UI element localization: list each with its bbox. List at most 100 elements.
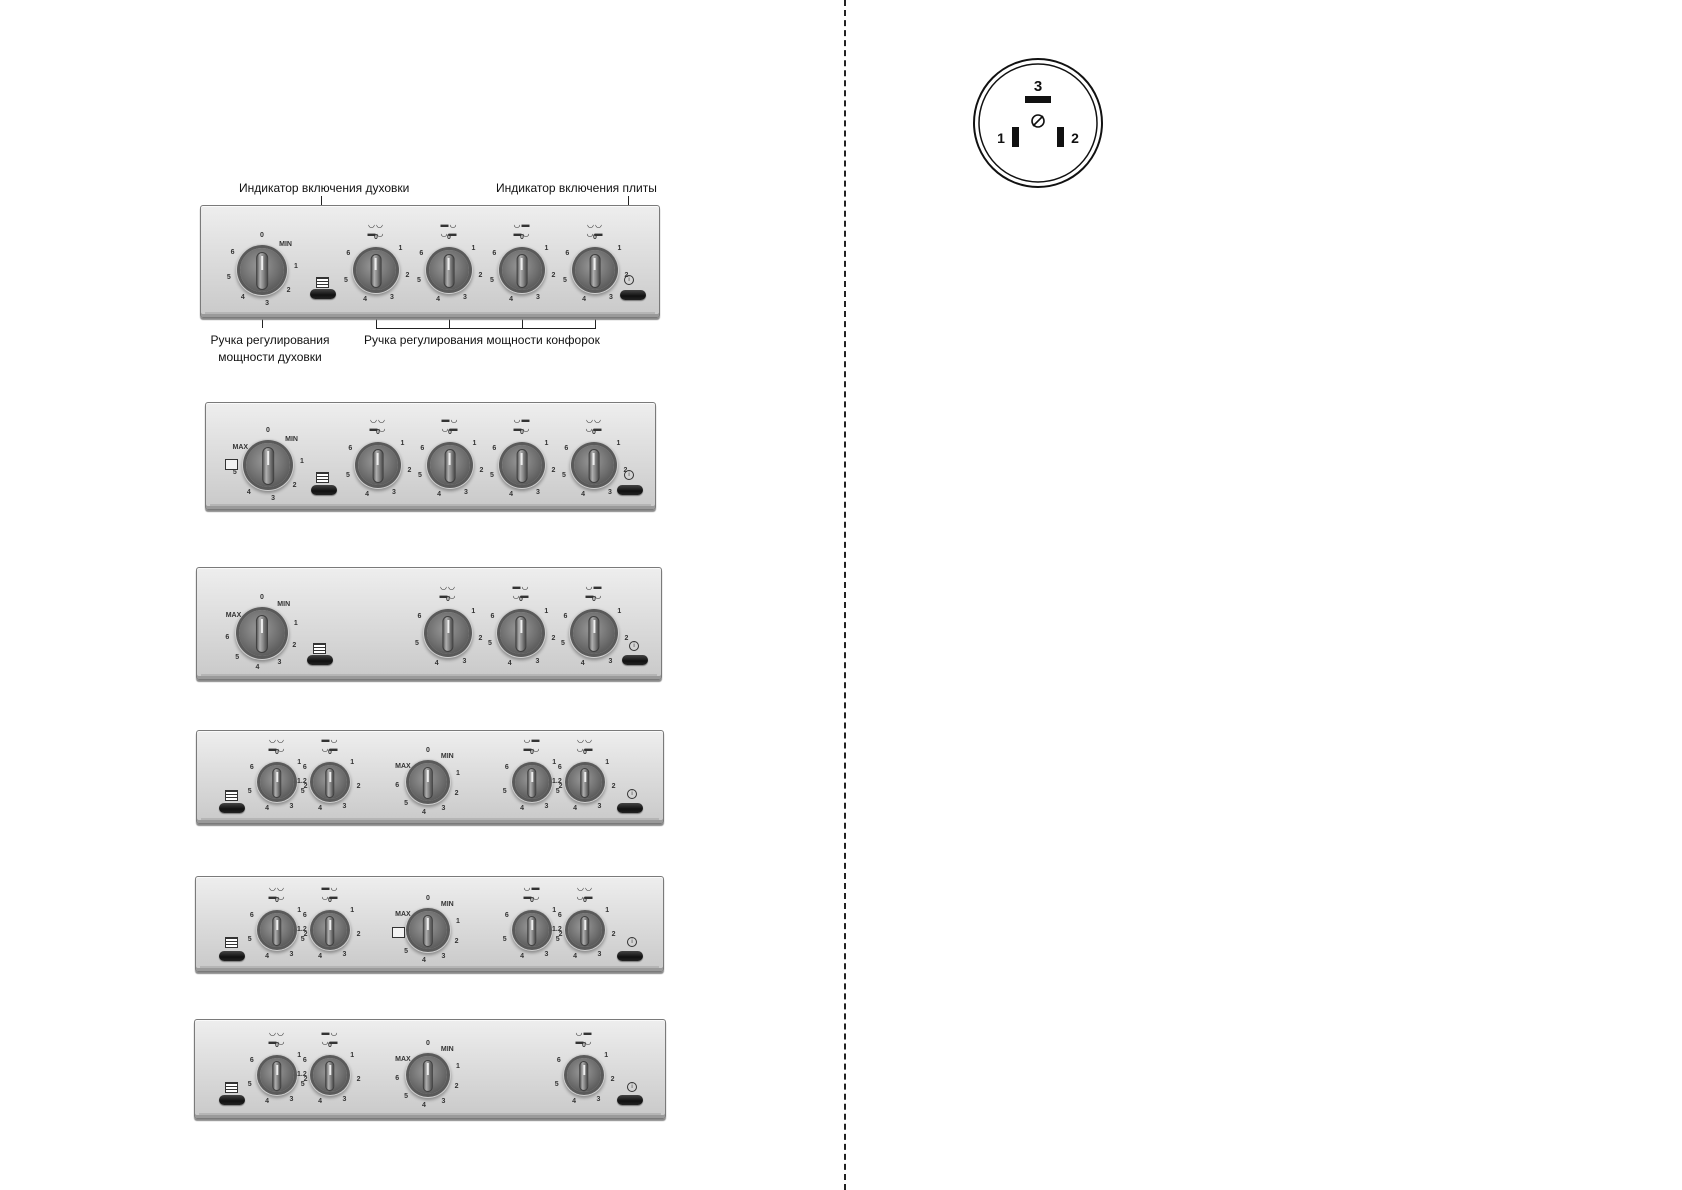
burner-scale-2-1-4: 4 bbox=[365, 491, 369, 499]
burner-scale-1-2-5: 5 bbox=[416, 276, 421, 284]
burner-knob-1-4[interactable] bbox=[575, 250, 615, 290]
burner-knob-6-3[interactable] bbox=[567, 1058, 601, 1092]
oven-scale-6-6: 5 bbox=[404, 1092, 409, 1100]
burner-scale-1-1-3: 3 bbox=[390, 293, 394, 301]
burner-knob-2-1[interactable] bbox=[358, 445, 398, 485]
burner-position-icon-2-1: ◡◡ ▬◡ bbox=[369, 415, 387, 433]
burner-knob-2-2[interactable] bbox=[430, 445, 470, 485]
burner-knob-2-1-grip bbox=[372, 449, 384, 483]
burner-knob-3-3[interactable] bbox=[573, 612, 615, 654]
oven-knob-3[interactable] bbox=[239, 610, 285, 656]
label-burner-knobs: Ручка регулирования мощности конфорок bbox=[364, 333, 600, 347]
burner-scale-1-2-1: 1 bbox=[471, 245, 476, 253]
burner-scale-5-4-5: 5 bbox=[555, 935, 560, 943]
burner-scale-3-2-6: 6 bbox=[490, 612, 495, 620]
burner-scale-6-1-6: 6 bbox=[249, 1056, 254, 1064]
burner-knob-1-3[interactable] bbox=[502, 250, 542, 290]
burner-knob-5-2[interactable] bbox=[313, 913, 347, 947]
oven-scale-6-1: MIN bbox=[440, 1046, 454, 1054]
oven-indicator-lamp-1 bbox=[310, 289, 336, 299]
label-oven-knob: Ручка регулирования мощности духовки bbox=[205, 333, 335, 364]
burner-scale-4-1-1: 1 bbox=[297, 759, 302, 767]
burner-scale-1-3-3: 3 bbox=[536, 293, 540, 301]
oven-scale-4-8: MAX bbox=[395, 762, 411, 770]
burner-scale-6-1-1: 1 bbox=[297, 1052, 302, 1060]
burner-scale-6-1-4: 4 bbox=[265, 1098, 270, 1106]
burner-scale-4-1-5: 5 bbox=[247, 787, 252, 795]
power-icon-4: i bbox=[627, 789, 637, 799]
burner-scale-5-2-5: 5 bbox=[300, 935, 305, 943]
oven-knob-5[interactable] bbox=[409, 911, 447, 949]
pin-2 bbox=[1057, 127, 1064, 147]
burner-knob-3-3-grip bbox=[588, 616, 600, 652]
burner-scale-2-3-4: 4 bbox=[509, 491, 513, 499]
burner-knob-4-1[interactable] bbox=[260, 765, 294, 799]
oven-scale-2-0: 0 bbox=[266, 427, 270, 434]
burner-scale-4-2-3: 3 bbox=[342, 803, 347, 811]
burner-knob-4-4[interactable] bbox=[568, 765, 602, 799]
burner-scale-1-3-5: 5 bbox=[489, 276, 494, 284]
burner-knob-2-4[interactable] bbox=[574, 445, 614, 485]
burner-position-icon-5-3: ◡▬ ▬◡ bbox=[523, 883, 541, 901]
oven-indicator-lamp-3 bbox=[307, 655, 333, 665]
oven-scale-6-0: 0 bbox=[426, 1040, 430, 1047]
oven-knob-6[interactable] bbox=[409, 1056, 447, 1094]
oven-knob-5-grip bbox=[422, 914, 434, 948]
split-label-4-2: 1.2 bbox=[552, 778, 562, 785]
burner-scale-6-2-2: 2 bbox=[356, 1076, 361, 1084]
burner-knob-2-3[interactable] bbox=[502, 445, 542, 485]
burner-knob-3-1[interactable] bbox=[427, 612, 469, 654]
oven-scale-1-5: 4 bbox=[240, 294, 245, 302]
burner-knob-4-3[interactable] bbox=[515, 765, 549, 799]
oven-scale-5-6: 5 bbox=[404, 947, 409, 955]
burner-knob-5-1[interactable] bbox=[260, 913, 294, 947]
burner-scale-4-3-4: 4 bbox=[520, 805, 525, 813]
burner-scale-6-2-3: 3 bbox=[342, 1096, 347, 1104]
burner-scale-1-1-1: 1 bbox=[398, 245, 403, 253]
burner-scale-4-2-0: 0 bbox=[328, 749, 332, 756]
burner-knob-5-3[interactable] bbox=[515, 913, 549, 947]
burner-position-icon-5-1: ◡◡ ▬◡ bbox=[268, 883, 286, 901]
pin-1-label: 1 bbox=[997, 130, 1005, 146]
split-label-5-2: 1.2 bbox=[552, 926, 562, 933]
burner-position-icon-2-2: ▬◡ ◡▬ bbox=[441, 415, 459, 433]
burner-knob-6-2[interactable] bbox=[313, 1058, 347, 1092]
oven-scale-6-8: MAX bbox=[395, 1055, 411, 1063]
burner-knob-1-1[interactable] bbox=[356, 250, 396, 290]
burner-knob-1-2[interactable] bbox=[429, 250, 469, 290]
burner-scale-2-4-5: 5 bbox=[561, 471, 566, 479]
burner-scale-5-3-3: 3 bbox=[544, 951, 549, 959]
burner-scale-1-3-2: 2 bbox=[551, 271, 556, 279]
oven-knob-4[interactable] bbox=[409, 763, 447, 801]
oven-knob-1[interactable] bbox=[240, 248, 284, 292]
hob-indicator-lamp-6 bbox=[617, 1095, 643, 1105]
burner-scale-6-3-5: 5 bbox=[554, 1080, 559, 1088]
burner-scale-6-3-2: 2 bbox=[610, 1076, 615, 1084]
burner-scale-3-1-5: 5 bbox=[415, 640, 419, 648]
oven-scale-2-7: MAX bbox=[232, 444, 249, 451]
oven-scale-1-2: 1 bbox=[293, 263, 298, 271]
oven-scale-3-6: 5 bbox=[235, 653, 240, 661]
burner-scale-1-4-5: 5 bbox=[562, 276, 567, 284]
burner-scale-5-3-0: 0 bbox=[530, 897, 534, 904]
oven-knob-2[interactable] bbox=[246, 443, 290, 487]
burner-knob-1-4-grip bbox=[589, 254, 601, 288]
oven-scale-4-5: 4 bbox=[422, 808, 426, 816]
burner-scale-6-3-0: 0 bbox=[582, 1042, 586, 1049]
label-oven-knob-line1: Ручка регулирования bbox=[210, 333, 330, 347]
burner-knob-5-4[interactable] bbox=[568, 913, 602, 947]
oven-scale-2-1: MIN bbox=[285, 436, 298, 444]
burner-scale-3-3-6: 6 bbox=[563, 612, 568, 620]
burner-knob-3-2[interactable] bbox=[500, 612, 542, 654]
burner-knob-4-2[interactable] bbox=[313, 765, 347, 799]
burner-scale-2-3-0: 0 bbox=[520, 429, 524, 436]
burner-scale-2-1-6: 6 bbox=[348, 445, 353, 452]
oven-scale-2-4: 3 bbox=[271, 494, 276, 502]
burner-knob-1-3-grip bbox=[516, 254, 528, 288]
burner-knob-5-1-grip bbox=[272, 916, 282, 946]
oven-scale-4-4: 3 bbox=[441, 804, 446, 812]
burner-knob-6-1[interactable] bbox=[260, 1058, 294, 1092]
burner-scale-5-4-1: 1 bbox=[605, 907, 610, 915]
oven-scale-3-8: MAX bbox=[225, 611, 242, 619]
burner-scale-3-1-0: 0 bbox=[446, 596, 450, 603]
